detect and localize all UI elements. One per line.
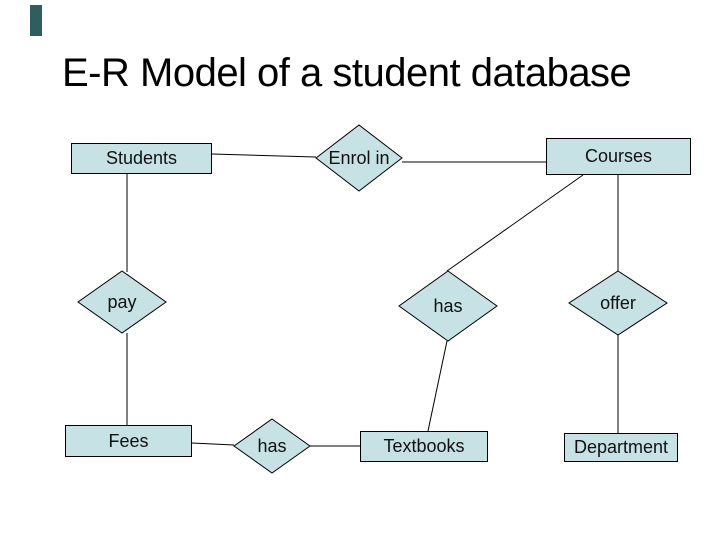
- entity-fees-label: Fees: [108, 430, 149, 451]
- relationship-diamond-has-courses-textbooks: [398, 270, 498, 342]
- slide-accent-bar: [30, 5, 42, 36]
- relationship-diamond-offer: [568, 270, 668, 336]
- connector-students-enrolin: [211, 153, 317, 158]
- entity-textbooks-label: Textbooks: [383, 436, 465, 456]
- entity-courses-label: Courses: [584, 146, 653, 166]
- relationship-diamond-pay: [77, 270, 167, 334]
- entity-students: Students: [71, 143, 212, 174]
- entity-department-label: Department: [573, 437, 669, 457]
- relationship-diamond-enrol-in: [315, 124, 403, 192]
- entity-courses: Courses: [546, 138, 691, 175]
- slide-title: E-R Model of a student database: [62, 51, 632, 95]
- entity-students-label: Students: [105, 148, 178, 168]
- entity-department: Department: [564, 433, 678, 462]
- relationship-diamond-has-fees-textbooks: [233, 418, 311, 474]
- connector-has-textbooks: [427, 340, 448, 432]
- entity-textbooks: Textbooks: [360, 431, 488, 462]
- connector-courses-has: [446, 174, 584, 272]
- connector-fees-has: [191, 442, 235, 446]
- entity-fees: Fees: [65, 425, 192, 457]
